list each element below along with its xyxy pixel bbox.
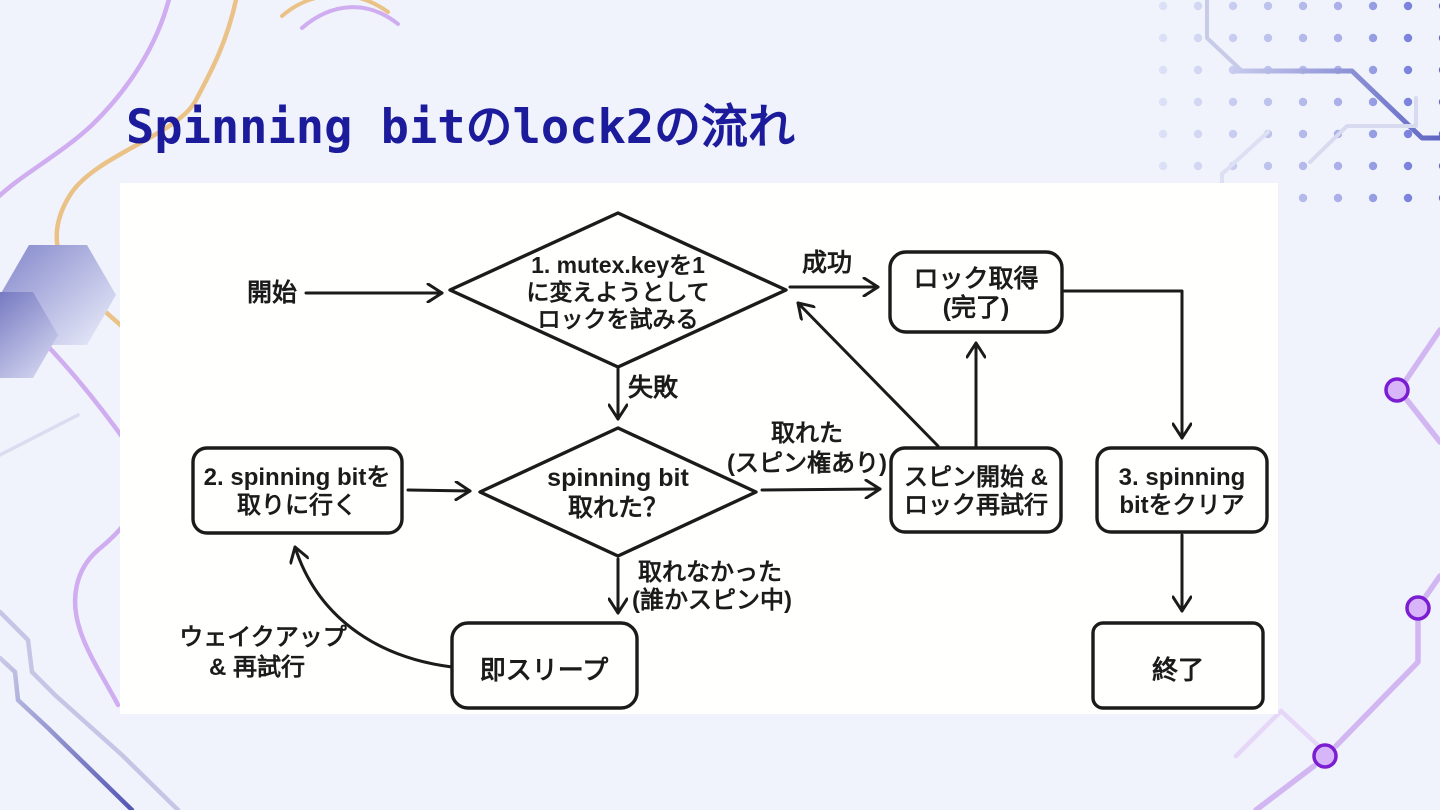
edge-sleep-to-getbit [295,545,454,669]
node-get-spinning-bit-line2: 取りに行く [237,491,357,519]
node-try-lock-line1: 1. mutex.keyを1 [531,252,705,278]
node-spin-start: スピン開始 & ロック再試行 [889,446,1063,534]
node-end: 終了 [1091,621,1265,710]
node-spin-start-line1: スピン開始 & [904,464,1048,491]
node-clear-line2: bitをクリア [1119,492,1244,519]
node-try-lock-line3: ロックを試みる [538,306,699,332]
label-acquired-line2: (スピン権あり) [727,449,887,477]
label-wakeup-line2: & 再試行 [209,653,305,681]
right-circuit-lines [1233,327,1440,810]
page-title: Spinning bitのlock2の流れ [126,100,796,155]
node-clear-line1: 3. spinning [1119,464,1246,491]
node-spin-start-line2: ロック再試行 [904,491,1048,519]
edge-getbit-to-check [406,490,472,491]
node-end-line1: 終了 [1152,655,1204,685]
node-get-spinning-bit-line1: 2. spinning bitを [204,464,391,491]
node-check-line1: spinning bit [547,464,689,492]
flowchart-edges [295,287,1182,669]
node-spinning-bit-check: spinning bit 取れた？ [478,426,758,558]
topright-circuit-lines [1205,0,1440,214]
node-check-line2: 取れた？ [568,494,668,522]
node-get-spinning-bit: 2. spinning bitを 取りに行く [191,446,404,535]
label-start: 開始 [247,279,297,307]
label-success: 成功 [802,249,852,277]
node-try-lock-line2: に変えようとして [526,279,709,305]
flowchart-panel: 1. mutex.keyを1 に変えようとして ロックを試みる ロック取得 (完… [120,183,1278,714]
label-failure: 失敗 [628,373,679,402]
node-lock-acquired-line2: (完了) [943,293,1010,322]
label-acquired-line1: 取れた [771,420,843,447]
label-not-acquired-line1: 取れなかった [638,559,782,586]
right-circuit-nodes [1312,377,1431,769]
node-clear-spinning-bit: 3. spinning bitをクリア [1095,446,1269,534]
node-lock-acquired: ロック取得 (完了) [888,250,1064,334]
node-sleep: 即スリープ [450,621,639,710]
edge-labels: 開始 成功 失敗 取れた (スピン権あり) 取れなかった (誰かスピン中) ウェ… [179,249,887,681]
node-try-lock: 1. mutex.keyを1 に変えようとして ロックを試みる [448,211,788,369]
node-sleep-line1: 即スリープ [480,655,609,685]
edge-check-to-spinstart [760,489,882,490]
edge-lockacquired-to-clear [1062,289,1182,440]
label-wakeup-line1: ウェイクアップ [179,624,348,651]
flowchart: 1. mutex.keyを1 に変えようとして ロックを試みる ロック取得 (完… [179,211,1269,710]
left-hexagons [0,245,116,378]
label-not-acquired-line2: (誰かスピン中) [632,586,792,614]
bottomleft-diagonal-lines [0,609,181,810]
node-lock-acquired-line1: ロック取得 [913,265,1038,293]
edge-spinstart-to-trylock [796,301,940,448]
